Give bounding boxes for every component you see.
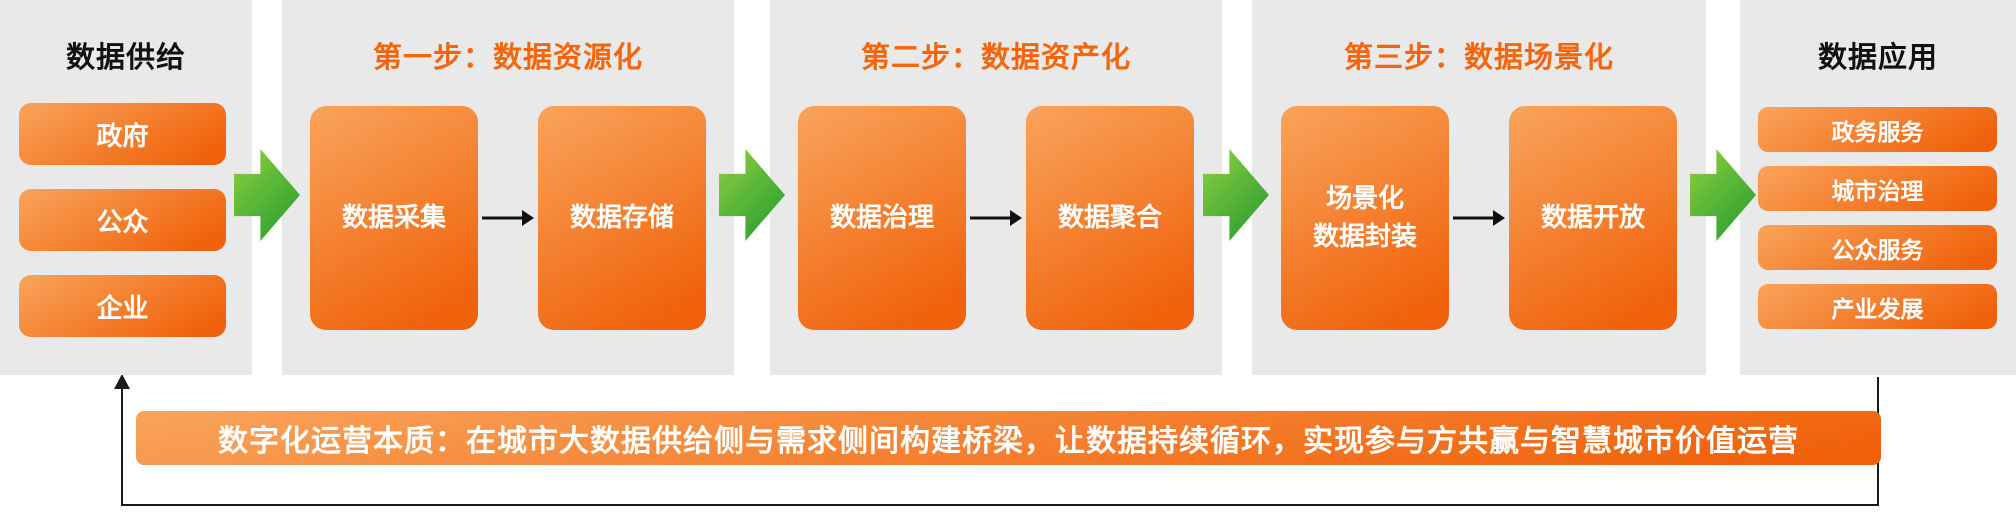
panel-step-2: 第二步：数据资产化 数据治理 数据聚合	[770, 0, 1222, 375]
banner-text: 数字化运营本质：在城市大数据供给侧与需求侧间构建桥梁，让数据持续循环，实现参与方…	[218, 425, 1799, 458]
process-box: 数据采集	[310, 106, 478, 330]
connector-arrow-icon	[482, 210, 534, 226]
application-item: 城市治理	[1758, 166, 1997, 211]
process-box: 数据治理	[798, 106, 966, 330]
process-box: 数据存储	[538, 106, 706, 330]
application-item: 产业发展	[1758, 284, 1997, 329]
step-1-boxes: 数据采集 数据存储	[282, 106, 734, 330]
panel-step-3: 第三步：数据场景化 场景化 数据封装 数据开放	[1252, 0, 1706, 375]
panel-title-step-3: 第三步：数据场景化	[1343, 42, 1614, 74]
panel-title-data-supply: 数据供给	[65, 42, 186, 74]
panel-title-step-1: 第一步：数据资源化	[372, 42, 643, 74]
process-box: 数据开放	[1509, 106, 1677, 330]
banner: 数字化运营本质：在城市大数据供给侧与需求侧间构建桥梁，让数据持续循环，实现参与方…	[136, 411, 1881, 465]
panel-data-supply: 数据供给 政府 公众 企业	[0, 0, 252, 375]
process-box: 数据聚合	[1026, 106, 1194, 330]
panel-title-data-application: 数据应用	[1817, 42, 1938, 74]
application-item: 公众服务	[1758, 225, 1997, 270]
panel-data-application: 数据应用 政务服务 城市治理 公众服务 产业发展	[1740, 0, 2016, 375]
panel-title-step-2: 第二步：数据资产化	[860, 42, 1131, 74]
process-box: 场景化 数据封装	[1281, 106, 1449, 330]
application-items: 政务服务 城市治理 公众服务 产业发展	[1758, 107, 1997, 329]
connector-arrow-icon	[970, 210, 1022, 226]
connector-arrow-icon	[1453, 210, 1505, 226]
supply-items: 政府 公众 企业	[19, 103, 226, 337]
step-2-boxes: 数据治理 数据聚合	[770, 106, 1222, 330]
supply-item: 企业	[19, 275, 226, 337]
panel-step-1: 第一步：数据资源化 数据采集 数据存储	[282, 0, 734, 375]
application-item: 政务服务	[1758, 107, 1997, 152]
arrowhead-up-icon	[114, 374, 130, 389]
supply-item: 政府	[19, 103, 226, 165]
step-3-boxes: 场景化 数据封装 数据开放	[1252, 106, 1706, 330]
supply-item: 公众	[19, 189, 226, 251]
